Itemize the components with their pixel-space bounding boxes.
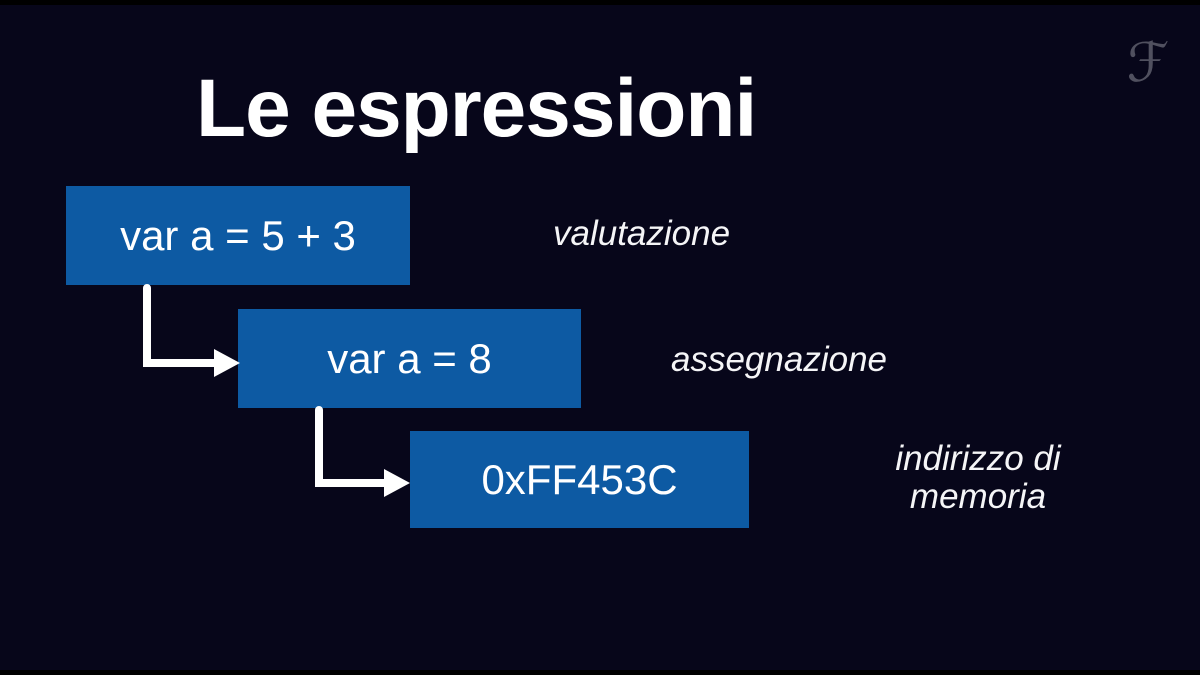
slide-title: Le espressioni	[196, 63, 757, 154]
expression-box-evaluation-text: var a = 5 + 3	[120, 211, 356, 259]
expression-box-memory-address-text: 0xFF453C	[481, 455, 678, 503]
arrow-box1-to-box2	[143, 284, 240, 377]
expression-box-assignment: var a = 8	[238, 309, 581, 408]
script-f-icon: ℱ	[1126, 31, 1170, 94]
expression-box-evaluation: var a = 5 + 3	[66, 186, 410, 285]
expression-box-memory-address: 0xFF453C	[410, 431, 749, 528]
label-indirizzo-di-memoria: indirizzo di memoria	[895, 439, 1061, 516]
letterbox-bottom	[0, 670, 1200, 675]
label-valutazione: valutazione	[553, 214, 731, 253]
arrow-box2-to-box3	[315, 406, 410, 497]
label-assegnazione: assegnazione	[671, 340, 887, 379]
expression-box-assignment-text: var a = 8	[327, 334, 492, 382]
letterbox-top	[0, 0, 1200, 5]
